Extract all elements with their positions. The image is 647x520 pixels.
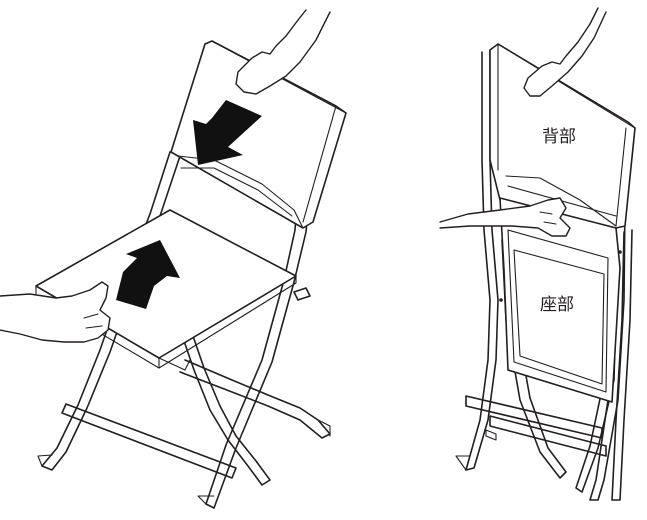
fold-arrow-up-icon xyxy=(116,240,180,309)
right-chair-stretchers xyxy=(465,395,607,457)
left-chair-backrest xyxy=(170,40,347,229)
seat-label: 座部 xyxy=(540,295,574,315)
hand-icon xyxy=(523,7,607,97)
left-chair-hinge-pin xyxy=(293,287,311,301)
right-chair-illustration: 背部 座部 xyxy=(439,7,636,501)
fold-arrow-down-icon xyxy=(193,100,262,165)
left-chair-illustration xyxy=(0,9,347,509)
hand-icon xyxy=(235,9,331,95)
back-label: 背部 xyxy=(542,127,576,147)
left-chair-seat xyxy=(35,209,297,371)
left-chair-stretcher xyxy=(61,403,237,479)
right-chair-seat xyxy=(499,185,622,403)
hand-icon xyxy=(439,197,571,237)
left-chair-front-legs xyxy=(179,335,331,486)
hand-icon xyxy=(0,281,111,343)
